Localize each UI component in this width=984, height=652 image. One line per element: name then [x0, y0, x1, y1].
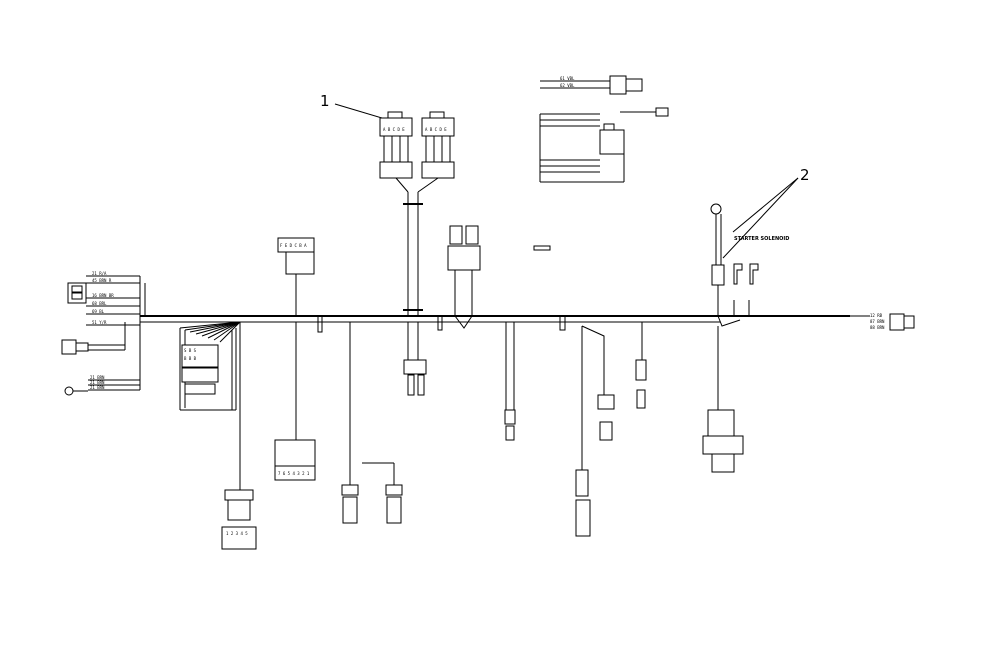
svg-text:87 BRN: 87 BRN [870, 319, 885, 324]
svg-text:21 BRN: 21 BRN [90, 385, 105, 390]
svg-text:61 VBL: 61 VBL [560, 76, 575, 81]
top-right-connector-group: 61 VBL 62 VBL [539, 75, 669, 183]
svg-text:A B C D E: A B C D E [383, 127, 405, 132]
top-center-connector: F E D C B A 7 6 5 4 3 2 1 [274, 237, 316, 481]
svg-text:F E D C B A: F E D C B A [280, 243, 307, 248]
main-harness-trunk [140, 315, 870, 323]
svg-text:69 BL: 69 BL [92, 309, 105, 314]
svg-text:1 2 3 4 5: 1 2 3 4 5 [226, 531, 248, 536]
svg-text:88 BRN: 88 BRN [870, 325, 885, 330]
svg-text:21 R/A: 21 R/A [92, 271, 107, 276]
callout-number-2: 2 [800, 166, 810, 184]
lower-center-connectors [317, 316, 443, 524]
sensor-pigtail [504, 316, 566, 441]
starter-solenoid-assembly: STARTER SOLENOID [702, 177, 799, 473]
svg-text:B B B: B B B [184, 356, 197, 361]
svg-text:S B S: S B S [184, 348, 197, 353]
relay-connector-pair: A B C D E A B C D E [334, 103, 455, 316]
far-right-connector: 12 RB 87 BRN 88 BRN [870, 313, 915, 331]
svg-text:21 BRN: 21 BRN [90, 375, 105, 380]
svg-text:16 BRN BR: 16 BRN BR [92, 293, 114, 298]
callout-number-1: 1 [320, 92, 330, 110]
instrument-connector-branch: S B S B B B 1 2 3 4 5 [179, 321, 257, 550]
svg-text:7 6 5 4 3 2 1: 7 6 5 4 3 2 1 [278, 471, 310, 476]
svg-text:62 VBL: 62 VBL [560, 83, 575, 88]
fuse-holder-branch [447, 225, 551, 329]
right-side-connectors [575, 322, 647, 537]
svg-text:45 BRN R: 45 BRN R [92, 278, 112, 283]
svg-text:68 BRL: 68 BRL [92, 301, 107, 306]
svg-text:21 BRN: 21 BRN [90, 380, 105, 385]
left-connector-cluster: 21 R/A 45 BRN R 16 BRN BR 68 BRL 69 BL 5… [61, 271, 146, 396]
starter-solenoid-label: STARTER SOLENOID [734, 236, 789, 242]
svg-text:12 RB: 12 RB [870, 313, 883, 318]
svg-text:51 Y/R: 51 Y/R [92, 320, 107, 325]
svg-text:A B C D E: A B C D E [425, 127, 447, 132]
